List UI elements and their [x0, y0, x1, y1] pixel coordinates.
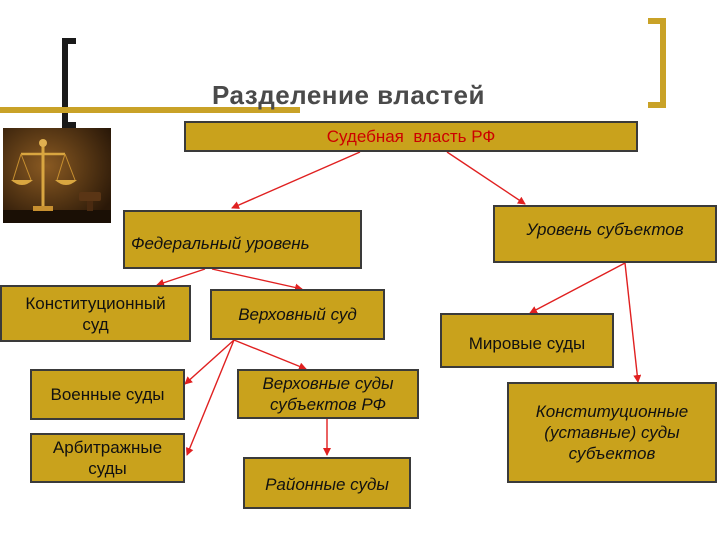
federal-level-box: Федеральный уровень [123, 210, 362, 269]
district-courts-label: Районные суды [265, 475, 389, 495]
arrow-subject-to-magistrate [529, 262, 626, 314]
judicial-power-box: Судебная власть РФ [184, 121, 638, 152]
accent-underline [0, 107, 300, 113]
left-bracket-bottom [62, 122, 76, 128]
arbitration-courts-label: Арбитражные суды [52, 437, 163, 478]
page-title: Разделение властей [212, 80, 485, 110]
right-bracket-top [648, 18, 666, 24]
scales-image [3, 128, 111, 223]
constitutional-subject-courts-label: Конституционные (уставные) суды субъекто… [535, 401, 689, 464]
judicial-power-label: Судебная власть РФ [326, 126, 496, 146]
arrow-federal-to-supreme [211, 268, 303, 292]
magistrate-courts-box: Мировые суды [440, 313, 614, 368]
subject-level-label: Уровень субъектов [526, 220, 684, 240]
arbitration-courts-box: Арбитражные суды [30, 433, 185, 483]
arrow-supreme-to-supreme-subjects [233, 339, 307, 371]
left-bracket-vertical [62, 38, 68, 128]
supreme-court-box: Верховный суд [210, 289, 385, 340]
supreme-courts-subjects-box: Верховные суды субъектов РФ [237, 369, 419, 419]
arrow-supreme-to-military [184, 339, 235, 385]
military-courts-box: Военные суды [30, 369, 185, 420]
arrow-root-to-federal [231, 151, 361, 209]
federal-level-label: Федеральный уровень [131, 233, 310, 253]
subject-level-box: Уровень субъектов [493, 205, 717, 263]
arrow-federal-to-constitutional [156, 268, 206, 287]
right-bracket-vertical [660, 18, 666, 108]
arrow-subject-to-constitutional-subjects [624, 262, 642, 383]
constitutional-court-label: Конституционный суд [25, 294, 166, 335]
scales-of-justice-icon [3, 128, 111, 223]
arrow-supreme-to-arbitration [185, 339, 235, 456]
military-courts-label: Военные суды [50, 384, 165, 404]
left-bracket-top [62, 38, 76, 44]
magistrate-courts-label: Мировые суды [468, 333, 586, 353]
district-courts-box: Районные суды [243, 457, 411, 509]
supreme-court-label: Верховный суд [238, 304, 357, 324]
constitutional-subject-courts-box: Конституционные (уставные) суды субъекто… [507, 382, 717, 483]
constitutional-court-box: Конституционный суд [0, 285, 191, 342]
arrow-root-to-subject [446, 151, 526, 205]
right-bracket-bottom [648, 102, 666, 108]
supreme-courts-subjects-label: Верховные суды субъектов РФ [262, 373, 394, 414]
